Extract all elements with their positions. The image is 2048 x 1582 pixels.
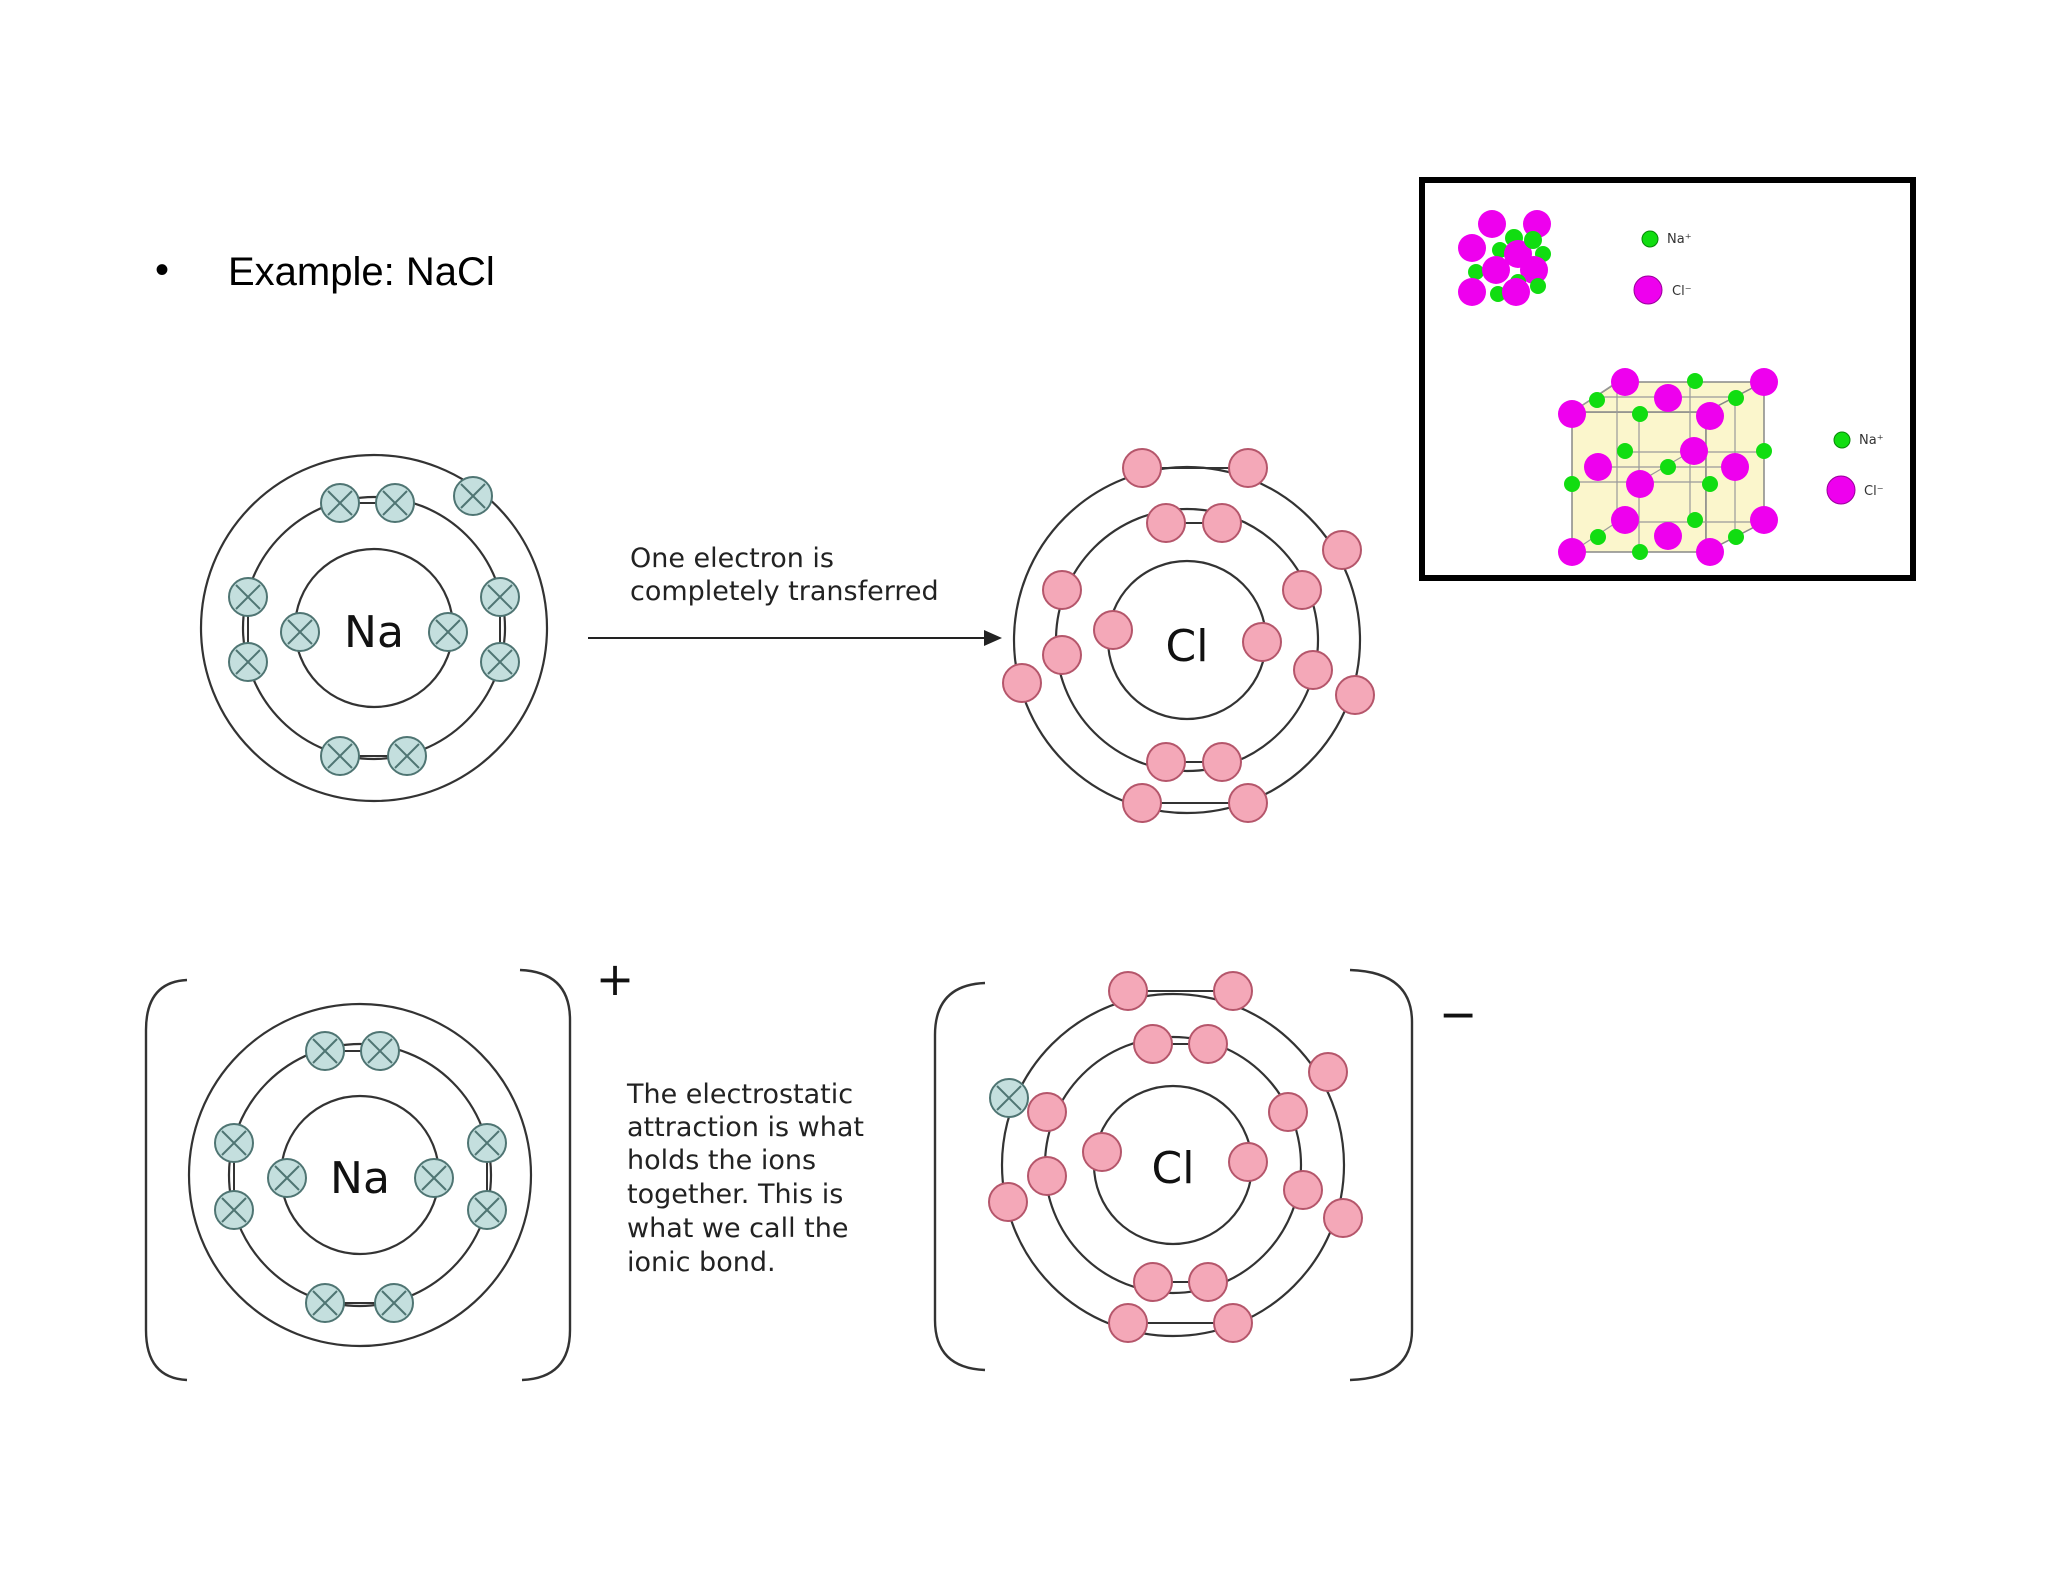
na-electron (228, 642, 268, 682)
bond-text-line-3: holds the ions (627, 1145, 816, 1176)
cl-atom-diagram: Cl (1002, 448, 1375, 823)
cl-electron (1308, 1052, 1348, 1092)
cl-ion-diagram: Cl − (933, 968, 1478, 1382)
bond-text-line-2: attraction is what (627, 1112, 864, 1143)
cl-ion-right-bracket (1349, 968, 1414, 1382)
bond-text-line-4: together. This is (627, 1179, 843, 1210)
na-electron (480, 577, 520, 617)
cl-electron (1122, 448, 1162, 488)
cl-electron (1228, 1142, 1268, 1182)
cl-electron (1188, 1262, 1228, 1302)
legend-bottom-cl-label: Cl⁻ (1864, 484, 1884, 499)
cl-electron (1213, 971, 1253, 1011)
lattice-inset: Na⁺ Cl⁻ (1419, 177, 1916, 581)
na-electron (214, 1123, 254, 1163)
na-electron (480, 642, 520, 682)
na-electron (374, 1283, 414, 1323)
cl-ion-symbol: Cl (1152, 1143, 1195, 1194)
cl-electron (1228, 783, 1268, 823)
cl-electron (1093, 610, 1133, 650)
cl-electron (1002, 663, 1042, 703)
cl-electron (1082, 1132, 1122, 1172)
cl-electron (1027, 1156, 1067, 1196)
na-symbol: Na (344, 607, 404, 658)
na-electron (467, 1190, 507, 1230)
na-ion-charge: + (596, 952, 635, 1006)
bond-text-line-6: ionic bond. (627, 1247, 776, 1278)
cl-electron (1202, 742, 1242, 782)
bond-text-line-5: what we call the (627, 1213, 848, 1244)
na-electron (414, 1158, 454, 1198)
na-electron (267, 1158, 307, 1198)
na-electron (305, 1031, 345, 1071)
cl-electron (1108, 971, 1148, 1011)
legend-bottom-na-label: Na⁺ (1859, 433, 1884, 448)
cl-electron (1282, 570, 1322, 610)
cl-electron (1042, 570, 1082, 610)
cl-electron (1202, 503, 1242, 543)
na-electron (228, 577, 268, 617)
na-electron (467, 1123, 507, 1163)
cl-electron (1133, 1024, 1173, 1064)
cl-ion-left-bracket (933, 981, 986, 1372)
na-electron (214, 1190, 254, 1230)
na-ion-diagram: Na + (144, 952, 635, 1382)
na-electron (280, 612, 320, 652)
bullet-text: Example: NaCl (228, 250, 495, 294)
na-ion-right-bracket (519, 968, 572, 1382)
na-electron (320, 736, 360, 776)
cl-electron (1146, 742, 1186, 782)
na-ion-symbol: Na (330, 1153, 390, 1204)
na-electron (360, 1031, 400, 1071)
cl-electron (1042, 635, 1082, 675)
transfer-arrow (588, 630, 1002, 646)
na-electron (428, 612, 468, 652)
cl-electron (1133, 1262, 1173, 1302)
cl-ion-charge: − (1439, 987, 1478, 1041)
cl-electron (1188, 1024, 1228, 1064)
cl-electron (1293, 650, 1333, 690)
na-atom-diagram: Na (199, 453, 549, 803)
legend-bottom: Na⁺ Cl⁻ (1826, 431, 1884, 505)
na-ion-left-bracket (144, 978, 188, 1382)
na-electron (305, 1283, 345, 1323)
cl-electron (1213, 1303, 1253, 1343)
bond-text-line-1: The electrostatic (626, 1079, 853, 1110)
cl-electron (988, 1182, 1028, 1222)
cl-symbol: Cl (1166, 621, 1209, 672)
cl-electron (1242, 622, 1282, 662)
legend-top-cl-label: Cl⁻ (1672, 284, 1692, 299)
cl-electron (1027, 1092, 1067, 1132)
na-valence-electron (453, 476, 493, 516)
nacl-cluster-illustration (1458, 210, 1551, 306)
na-electron (320, 483, 360, 523)
cl-electron (1322, 530, 1362, 570)
cl-electron (1122, 783, 1162, 823)
legend-top-na-label: Na⁺ (1667, 232, 1692, 247)
transfer-text-line-1: One electron is (630, 543, 834, 574)
na-electron (387, 736, 427, 776)
legend-top: Na⁺ Cl⁻ (1633, 230, 1692, 305)
cl-electron (1268, 1092, 1308, 1132)
transfer-text-line-2: completely transferred (630, 576, 939, 607)
cl-electron (1323, 1198, 1363, 1238)
bullet-symbol: • (155, 248, 169, 292)
cl-electron (1283, 1170, 1323, 1210)
cl-electron (1108, 1303, 1148, 1343)
na-electron (375, 483, 415, 523)
nacl-unit-cell-lattice (1558, 368, 1778, 566)
cl-electron (1335, 675, 1375, 715)
gained-electron (989, 1078, 1029, 1118)
cl-electron (1146, 503, 1186, 543)
cl-electron (1228, 448, 1268, 488)
